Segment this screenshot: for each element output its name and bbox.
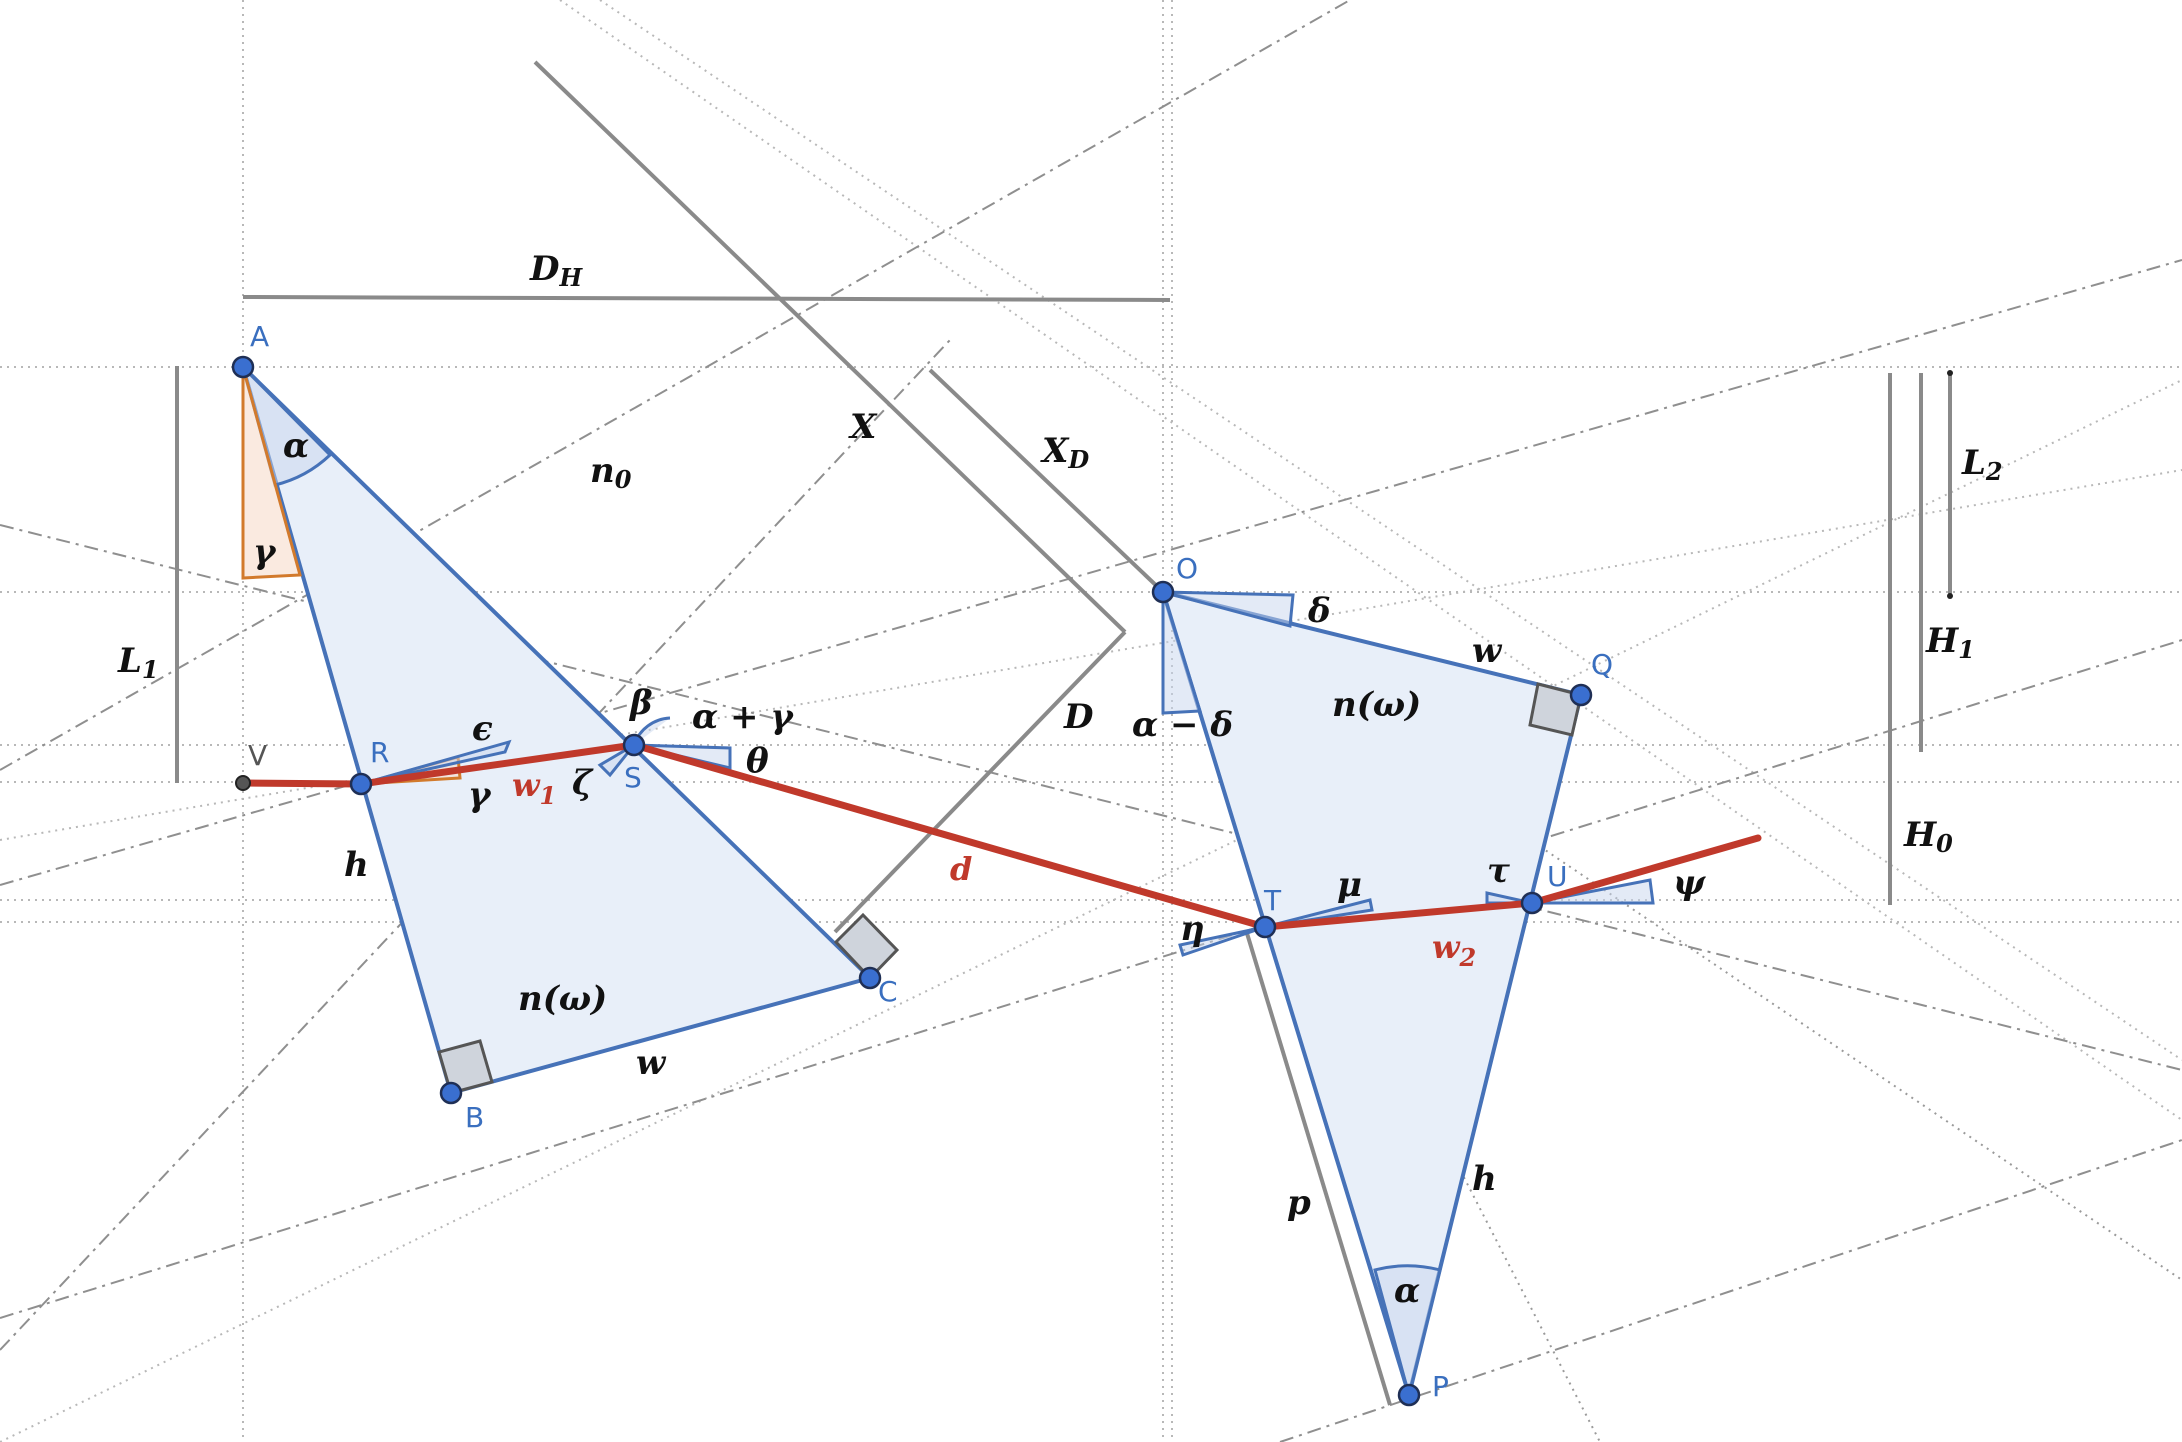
- label-angle-alpha-plus-gamma: α + γ: [692, 697, 794, 737]
- light-ray: [239, 741, 1762, 931]
- guide-diagonal-2: [599, 0, 2182, 1061]
- point-V[interactable]: [235, 775, 251, 791]
- angle-labels: α γ ϵ γ ζ β α + γ θ δ α − δ η μ τ ψ α: [253, 426, 1706, 1311]
- segment-D: [833, 630, 1127, 934]
- label-angle-alpha-P: α: [1394, 1271, 1420, 1311]
- segment-DH: [242, 295, 1171, 302]
- label-d: d: [950, 850, 972, 888]
- label-U: U: [1547, 860, 1568, 893]
- point-A[interactable]: [231, 355, 255, 379]
- label-angle-delta: δ: [1307, 591, 1331, 631]
- label-Q: Q: [1591, 648, 1613, 681]
- label-L2: L2: [1961, 443, 2003, 486]
- left-triangle-outline: [241, 365, 872, 1095]
- points: [231, 355, 1953, 1407]
- label-n-omega-right: n(ω): [1332, 685, 1421, 725]
- label-C: C: [878, 975, 898, 1008]
- point-Q[interactable]: [1569, 683, 1593, 707]
- label-angle-beta: β: [628, 683, 653, 723]
- tick-L2-top: [1947, 370, 1953, 376]
- point-S[interactable]: [622, 733, 646, 757]
- segment-XD: [928, 368, 1165, 594]
- label-H1: H1: [1925, 621, 1975, 664]
- tick-L2-bottom: [1947, 593, 1953, 599]
- label-angle-zeta: ζ: [572, 763, 594, 803]
- label-angle-psi: ψ: [1673, 863, 1706, 903]
- label-angle-tau: τ: [1487, 851, 1510, 891]
- dashdot-line-5: [0, 0, 1351, 771]
- label-angle-gamma-A: γ: [253, 532, 277, 572]
- right-triangle-outline: [1161, 590, 1583, 1397]
- label-n-omega-left: n(ω): [518, 979, 607, 1019]
- right-angle-B: [437, 1039, 494, 1095]
- segment-X: [533, 60, 1127, 634]
- point-labels: A B C O P Q R S T U V: [248, 320, 1613, 1403]
- label-w2: w2: [1432, 928, 1476, 972]
- angle-alpha-minus-delta: [1161, 591, 1203, 715]
- right-angle-C: [833, 912, 900, 981]
- label-w-right: w: [1472, 631, 1503, 671]
- label-X: X: [848, 407, 878, 447]
- label-p: p: [1287, 1183, 1311, 1223]
- angle-markers: [240, 361, 1655, 1401]
- label-DH: DH: [529, 249, 583, 292]
- point-B[interactable]: [439, 1081, 463, 1105]
- point-C[interactable]: [858, 966, 882, 990]
- label-P: P: [1432, 1370, 1449, 1403]
- segment-p: [1244, 929, 1392, 1406]
- label-angle-alpha-minus-delta: α − δ: [1132, 705, 1233, 745]
- right-angle-markers: [437, 682, 1583, 1095]
- point-O[interactable]: [1151, 580, 1175, 604]
- label-angle-mu: μ: [1337, 865, 1362, 905]
- measurement-segments: [175, 60, 1952, 1406]
- label-O: O: [1176, 552, 1198, 585]
- label-V: V: [248, 739, 267, 772]
- point-T[interactable]: [1253, 915, 1277, 939]
- dotted-vertical-guides: [242, 0, 1173, 1442]
- label-R: R: [370, 736, 389, 769]
- guide-diagonal-4: [0, 469, 2182, 841]
- label-A: A: [250, 320, 269, 353]
- label-h-right: h: [1472, 1159, 1497, 1199]
- label-h-left: h: [344, 845, 369, 885]
- right-angle-Q: [1528, 682, 1583, 737]
- label-angle-alpha-A: α: [283, 426, 309, 466]
- label-angle-theta: θ: [746, 741, 769, 781]
- angle-delta: [1162, 590, 1295, 628]
- angle-mu: [1264, 898, 1374, 929]
- label-H0: H0: [1903, 815, 1953, 858]
- dashdot-line-4: [1279, 1139, 2182, 1442]
- angle-gamma-A: [241, 366, 302, 580]
- label-B: B: [465, 1101, 484, 1134]
- segment-labels: DH X XD n0 L1 L2 H1 H0 D d w1 w2 n(ω) n(…: [117, 249, 2003, 1223]
- angle-epsilon: [360, 739, 512, 786]
- label-angle-eta: η: [1180, 909, 1205, 949]
- label-angle-epsilon: ϵ: [472, 709, 493, 749]
- label-n0: n0: [590, 451, 632, 494]
- dashdot-line-1: [0, 524, 2182, 1071]
- point-P[interactable]: [1397, 1383, 1421, 1407]
- angle-eta: [1178, 925, 1266, 957]
- dashdot-line-3: [0, 639, 2182, 1319]
- label-w-left: w: [636, 1043, 667, 1083]
- angle-zeta: [597, 743, 636, 778]
- label-S: S: [624, 761, 642, 794]
- label-XD: XD: [1040, 431, 1089, 474]
- point-R[interactable]: [349, 772, 373, 796]
- angle-alpha-P: [1373, 1264, 1442, 1401]
- label-T: T: [1263, 884, 1282, 917]
- label-w1: w1: [512, 766, 556, 810]
- point-U[interactable]: [1520, 891, 1544, 915]
- label-D: D: [1063, 697, 1094, 737]
- label-L1: L1: [117, 641, 159, 684]
- label-angle-gamma-R: γ: [468, 775, 492, 815]
